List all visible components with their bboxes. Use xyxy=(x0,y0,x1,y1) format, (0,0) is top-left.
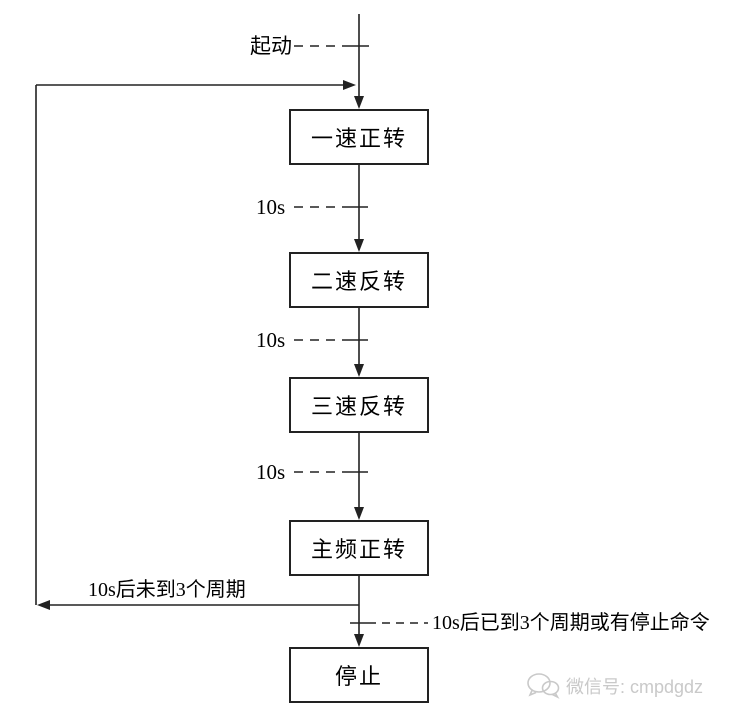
arrow-return-right xyxy=(343,80,356,90)
arrow-into-stop xyxy=(354,634,364,647)
start-transition-label: 起动 xyxy=(250,34,292,58)
arrow-into-step2 xyxy=(354,239,364,252)
step-box-speed3-reverse: 三速反转 xyxy=(289,377,429,433)
step-label: 停止 xyxy=(334,664,383,689)
step-label: 一速正转 xyxy=(310,126,407,151)
step-box-speed2-reverse: 二速反转 xyxy=(289,252,429,308)
loop-condition-label: 10s后未到3个周期 xyxy=(88,579,246,601)
arrow-loop-left xyxy=(37,600,50,610)
watermark: 微信号: cmpdgdz xyxy=(526,672,703,700)
step-label: 二速反转 xyxy=(310,269,407,294)
transition-label-10s-1: 10s xyxy=(256,195,286,219)
wechat-icon xyxy=(527,673,560,699)
arrow-into-step1 xyxy=(354,96,364,109)
transition-label-10s-2: 10s xyxy=(256,328,286,352)
step-box-stop: 停止 xyxy=(289,647,429,703)
step-box-speed1-forward: 一速正转 xyxy=(289,109,429,165)
step-box-mainfreq-forward: 主频正转 xyxy=(289,520,429,576)
stop-condition-label: 10s后已到3个周期或有停止命令 xyxy=(432,612,710,634)
watermark-text: 微信号: cmpdgdz xyxy=(566,677,704,697)
transition-label-10s-3: 10s xyxy=(256,460,286,484)
step-label: 三速反转 xyxy=(310,394,407,419)
step-label: 主频正转 xyxy=(310,537,407,562)
arrow-into-step3 xyxy=(354,364,364,377)
arrow-into-step4 xyxy=(354,507,364,520)
